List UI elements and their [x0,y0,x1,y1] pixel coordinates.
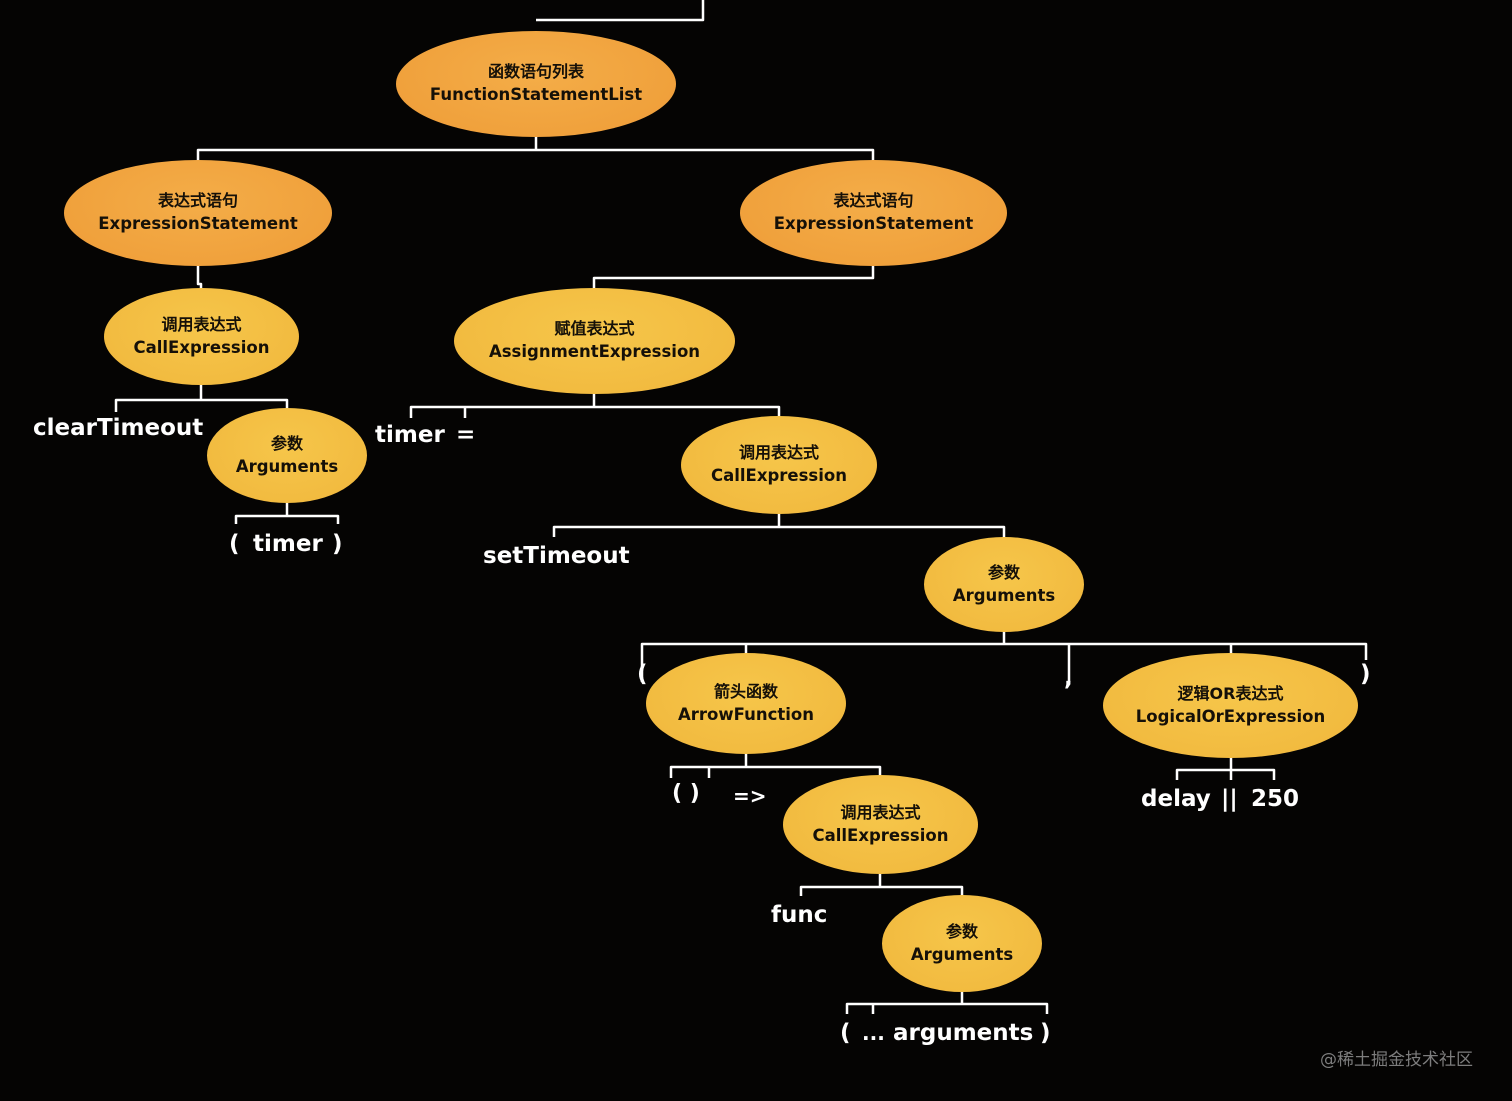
watermark: @稀土掘金技术社区 [1320,1050,1473,1070]
token-comma: , [1064,665,1073,691]
token-arguments: arguments [893,1020,1034,1046]
arguments-node-1: 参数 Arguments [207,408,367,503]
edge-root-stub [536,0,705,22]
edge-stmt1-call1 [196,262,203,290]
token-equals: = [456,422,476,448]
edge-call1-children [114,382,289,412]
token-args-open-paren: ( [637,661,648,687]
node-label-zh: 调用表达式 [840,802,921,822]
node-label-zh: 表达式语句 [157,191,238,210]
expression-statement-node-1: 表达式语句 ExpressionStatement [64,160,332,266]
arrow-function-node: 箭头函数 ArrowFunction [646,653,846,754]
edge-stmt2-assign [592,262,875,292]
token-spread-open-paren: ( [840,1020,851,1046]
node-label-zh: 函数语句列表 [487,62,584,81]
node-label-en: ExpressionStatement [98,214,298,233]
token-func: func [771,902,828,928]
node-label-zh: 表达式语句 [833,191,914,210]
node-label-en: AssignmentExpression [488,342,701,361]
edge-logicalor-children [1175,756,1276,780]
token-close-paren: ) [332,531,343,557]
logical-or-expression-node: 逻辑OR表达式 LogicalOrExpression [1103,653,1358,758]
node-label-en: CallExpression [711,466,847,485]
node-label-zh: 参数 [987,562,1020,582]
node-label-zh: 赋值表达式 [554,319,635,338]
node-label-zh: 参数 [270,433,303,453]
token-timer: timer [375,422,445,448]
call-expression-node-3: 调用表达式 CallExpression [783,775,978,874]
node-label-en: ArrowFunction [678,704,814,724]
arguments-node-2: 参数 Arguments [924,537,1084,632]
token-open-paren: ( [229,531,240,557]
node-label-en: Arguments [910,944,1014,964]
token-clear-timeout: clearTimeout [33,415,204,441]
node-label-zh: 调用表达式 [738,443,819,462]
token-arrow-params: ( ) [672,781,700,806]
function-statement-list-node: 函数语句列表 FunctionStatementList [396,31,676,137]
call-expression-node-2: 调用表达式 CallExpression [681,416,877,514]
node-label-en: LogicalOrExpression [1135,706,1326,726]
token-args-close-paren: ) [1360,661,1371,687]
token-or-operator: || [1221,786,1238,812]
edge-args2-children [640,630,1368,682]
node-label-zh: 箭头函数 [713,681,778,701]
edge-args3-children [845,990,1049,1014]
assignment-expression-node: 赋值表达式 AssignmentExpression [454,288,735,394]
token-set-timeout: setTimeout [483,543,630,569]
token-timer-arg: timer [253,531,323,557]
arguments-node-3: 参数 Arguments [882,895,1042,992]
edge-args1-children [234,500,340,524]
token-250: 250 [1251,786,1300,812]
node-label-en: Arguments [235,456,339,476]
token-arrow: => [733,784,767,808]
edge-arrow-children [669,752,882,780]
node-label-en: CallExpression [812,825,949,845]
node-label-zh: 逻辑OR表达式 [1177,683,1284,703]
node-label-en: CallExpression [133,337,270,357]
token-spread-close-paren: ) [1040,1020,1051,1046]
expression-statement-node-2: 表达式语句 ExpressionStatement [740,160,1007,266]
edge-call3-children [799,872,964,898]
token-spread-dots: ... [862,1021,885,1045]
node-label-zh: 参数 [945,921,978,941]
node-label-en: ExpressionStatement [773,214,974,233]
node-label-en: FunctionStatementList [429,85,643,104]
edge-assign-children [409,392,781,420]
call-expression-node-1: 调用表达式 CallExpression [104,288,299,385]
token-delay: delay [1141,786,1211,812]
node-label-en: Arguments [952,585,1056,605]
node-label-zh: 调用表达式 [161,314,242,334]
edge-statementlist-children [196,135,875,163]
edge-call2-children [552,512,1006,540]
